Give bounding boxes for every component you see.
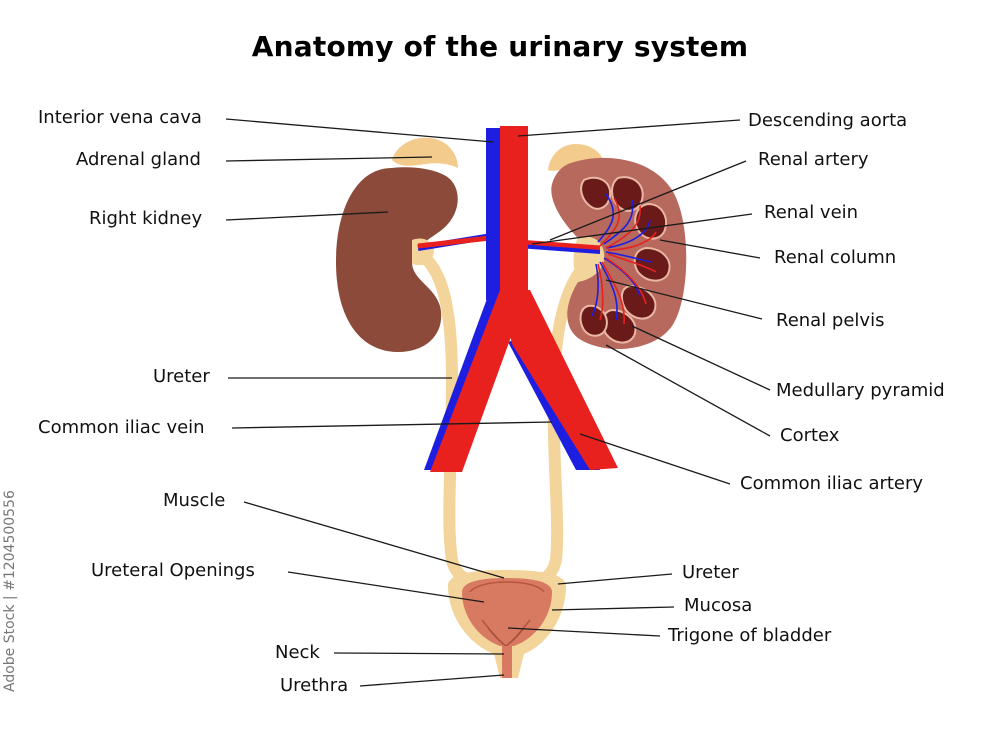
renal-vein-left bbox=[517, 244, 601, 254]
renal-vessel-branches bbox=[591, 193, 657, 325]
descending-aorta bbox=[500, 126, 528, 296]
label-common-iliac-artery: Common iliac artery bbox=[740, 473, 924, 494]
label-ureteral-openings: Ureteral Openings bbox=[91, 560, 255, 581]
right-adrenal-gland bbox=[392, 137, 458, 168]
label-common-iliac-vein: Common iliac vein bbox=[38, 417, 205, 438]
left-kidney bbox=[551, 157, 687, 350]
label-ureter-right: Ureter bbox=[682, 562, 739, 583]
label-renal-artery: Renal artery bbox=[758, 149, 869, 170]
label-renal-vein: Renal vein bbox=[764, 202, 859, 223]
leader-lines bbox=[225, 118, 771, 687]
stock-watermark-id: Adobe Stock | #1204500556 bbox=[2, 490, 18, 692]
label-neck: Neck bbox=[275, 642, 320, 663]
label-interior-vena-cava: Interior vena cava bbox=[38, 107, 202, 128]
label-urethra: Urethra bbox=[280, 675, 349, 696]
label-adrenal-gland: Adrenal gland bbox=[76, 149, 201, 170]
label-medullary-pyramid: Medullary pyramid bbox=[776, 380, 945, 401]
label-mucosa: Mucosa bbox=[684, 595, 753, 616]
left-ureter bbox=[524, 254, 596, 588]
label-trigone-of-bladder: Trigone of bladder bbox=[668, 625, 832, 646]
label-muscle: Muscle bbox=[163, 490, 226, 511]
page-title: Anatomy of the urinary system bbox=[251, 30, 749, 63]
label-right-kidney: Right kidney bbox=[89, 208, 203, 229]
label-ureter-left: Ureter bbox=[153, 366, 210, 387]
medullary-pyramids bbox=[579, 176, 671, 344]
vena-cava bbox=[486, 128, 500, 300]
label-cortex: Cortex bbox=[780, 425, 840, 446]
common-iliac-artery-right bbox=[430, 290, 528, 472]
label-renal-column: Renal column bbox=[774, 247, 897, 268]
bladder bbox=[448, 570, 566, 678]
label-renal-pelvis: Renal pelvis bbox=[776, 310, 885, 331]
urethra bbox=[502, 646, 512, 678]
common-iliac-artery-left bbox=[500, 290, 618, 470]
label-descending-aorta: Descending aorta bbox=[748, 110, 908, 131]
renal-artery-left bbox=[517, 239, 601, 251]
right-kidney bbox=[336, 167, 458, 352]
